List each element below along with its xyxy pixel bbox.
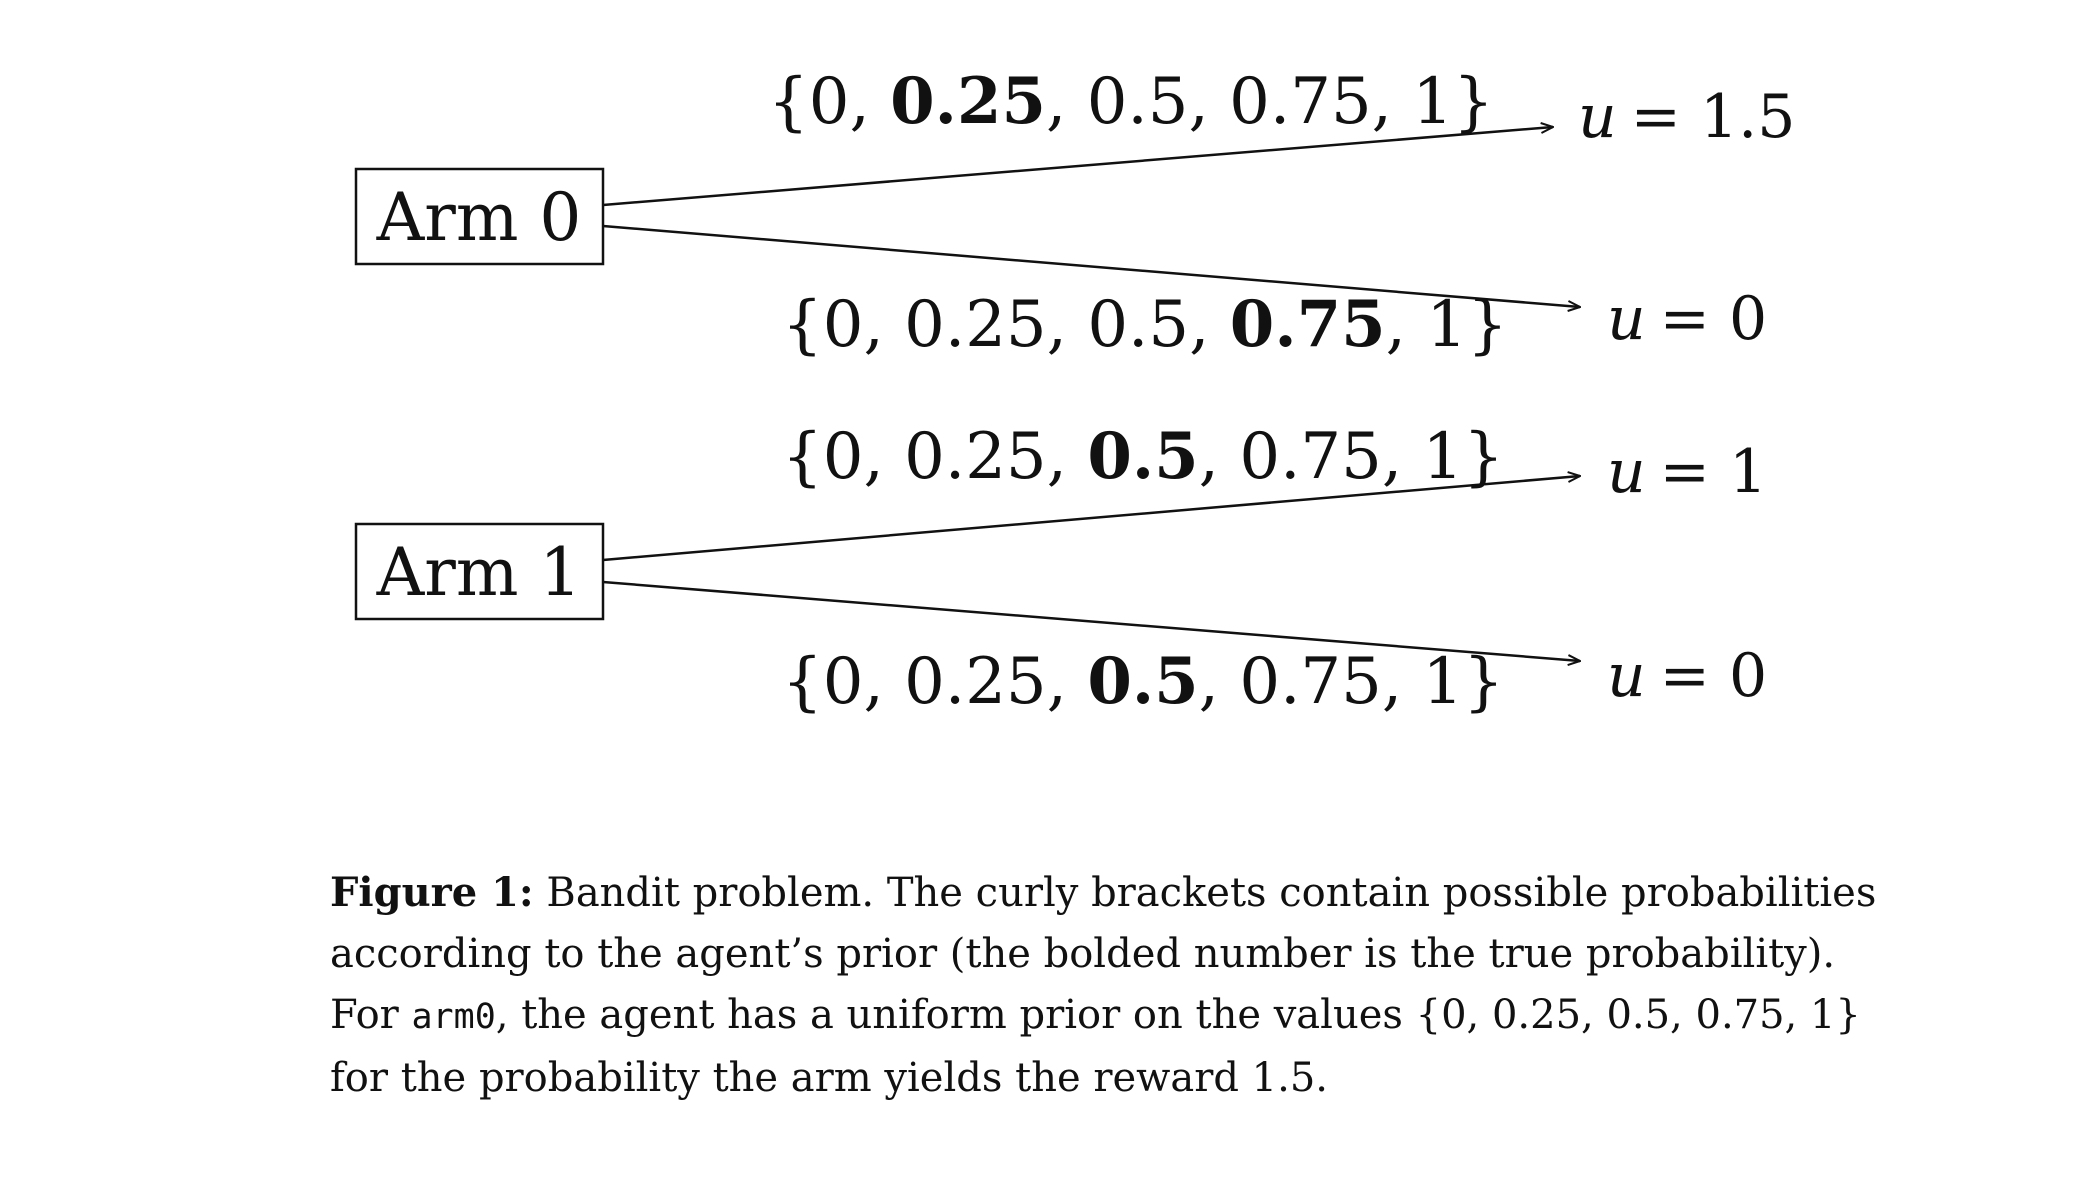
- separator: ,: [1046, 65, 1087, 139]
- probability-value: 1: [1426, 288, 1467, 362]
- separator: ,: [1047, 645, 1088, 719]
- probability-value: 1: [1423, 645, 1464, 719]
- utility-variable: u: [1607, 641, 1646, 711]
- utility-variable: u: [1607, 437, 1646, 507]
- arm-1-box: [354, 522, 605, 621]
- probability-value: 0.75: [1229, 65, 1372, 139]
- arm-0-branch-2-utility: u= 0: [1607, 284, 1767, 354]
- open-brace: {: [782, 645, 823, 719]
- arm-0-branch-1-prob-set: {0, 0.25, 0.5, 0.75, 1}: [768, 64, 1494, 139]
- caption-code: arm0: [411, 997, 496, 1037]
- utility-value: = 0: [1660, 641, 1768, 711]
- open-brace: {: [768, 65, 809, 139]
- probability-value: 1: [1423, 420, 1464, 494]
- probability-value: 0: [809, 65, 850, 139]
- close-brace: }: [1463, 645, 1504, 719]
- open-brace: {: [782, 288, 823, 362]
- separator: ,: [1047, 288, 1088, 362]
- figure-caption: Figure 1: Bandit problem. The curly brac…: [330, 862, 1890, 1109]
- close-brace: }: [1453, 65, 1494, 139]
- arm-1-branch-1-utility: u= 1: [1607, 437, 1767, 507]
- figure-label: Figure 1:: [330, 869, 534, 916]
- arm-1-branch-1-arrow: [602, 476, 1580, 562]
- true-probability-value: 0.25: [890, 64, 1046, 139]
- arm-0-branch-2-arrow: [602, 224, 1580, 307]
- probability-value: 0.75: [1239, 420, 1382, 494]
- separator: ,: [863, 420, 904, 494]
- true-probability-value: 0.5: [1087, 644, 1198, 719]
- probability-value: 0: [823, 420, 864, 494]
- separator: ,: [863, 288, 904, 362]
- caption-text-1: Bandit problem. The curly brackets conta…: [330, 870, 1877, 1038]
- probability-value: 1: [1412, 65, 1453, 139]
- probability-value: 0.5: [1087, 65, 1189, 139]
- arm-1-branch-2-prob-set: {0, 0.25, 0.5, 0.75, 1}: [782, 644, 1504, 719]
- probability-value: 0.25: [904, 288, 1047, 362]
- separator: ,: [1047, 420, 1088, 494]
- separator: ,: [863, 645, 904, 719]
- arm-0-branch-2-prob-set: {0, 0.25, 0.5, 0.75, 1}: [782, 287, 1508, 362]
- caption-text-2: , the agent has a uniform prior on the v…: [330, 992, 1861, 1101]
- arm-0-branch-1-arrow: [602, 127, 1553, 207]
- separator: ,: [1189, 288, 1230, 362]
- probability-value: 0.5: [1087, 288, 1189, 362]
- arm-0-branch-1-utility: u= 1.5: [1578, 82, 1795, 152]
- separator: ,: [1382, 645, 1423, 719]
- separator: ,: [1386, 288, 1427, 362]
- open-brace: {: [782, 420, 823, 494]
- arm-1-label: Arm 1: [376, 534, 582, 611]
- bandit-diagram: Arm 0 Arm 1 {0, 0.25, 0.5, 0.75, 1} {0, …: [354, 64, 1795, 719]
- probability-value: 0.25: [904, 645, 1047, 719]
- close-brace: }: [1463, 420, 1504, 494]
- separator: ,: [1188, 65, 1229, 139]
- utility-value: = 0: [1660, 284, 1768, 354]
- close-brace: }: [1467, 288, 1508, 362]
- arm-1-branch-2-utility: u= 0: [1607, 641, 1767, 711]
- probability-value: 0: [823, 645, 864, 719]
- separator: ,: [1199, 645, 1240, 719]
- utility-variable: u: [1607, 284, 1646, 354]
- arm-1-branch-1-prob-set: {0, 0.25, 0.5, 0.75, 1}: [782, 419, 1504, 494]
- probability-value: 0: [823, 288, 864, 362]
- utility-value: = 1.5: [1631, 82, 1796, 152]
- arm-0-label: Arm 0: [376, 179, 582, 256]
- separator: ,: [1372, 65, 1413, 139]
- arm-0-box: [354, 167, 605, 266]
- utility-variable: u: [1578, 82, 1617, 152]
- true-probability-value: 0.75: [1230, 287, 1386, 362]
- true-probability-value: 0.5: [1087, 419, 1198, 494]
- separator: ,: [849, 65, 890, 139]
- arm-1-branch-2-arrow: [602, 580, 1580, 661]
- utility-value: = 1: [1660, 437, 1768, 507]
- probability-value: 0.25: [904, 420, 1047, 494]
- probability-value: 0.75: [1239, 645, 1382, 719]
- separator: ,: [1199, 420, 1240, 494]
- separator: ,: [1382, 420, 1423, 494]
